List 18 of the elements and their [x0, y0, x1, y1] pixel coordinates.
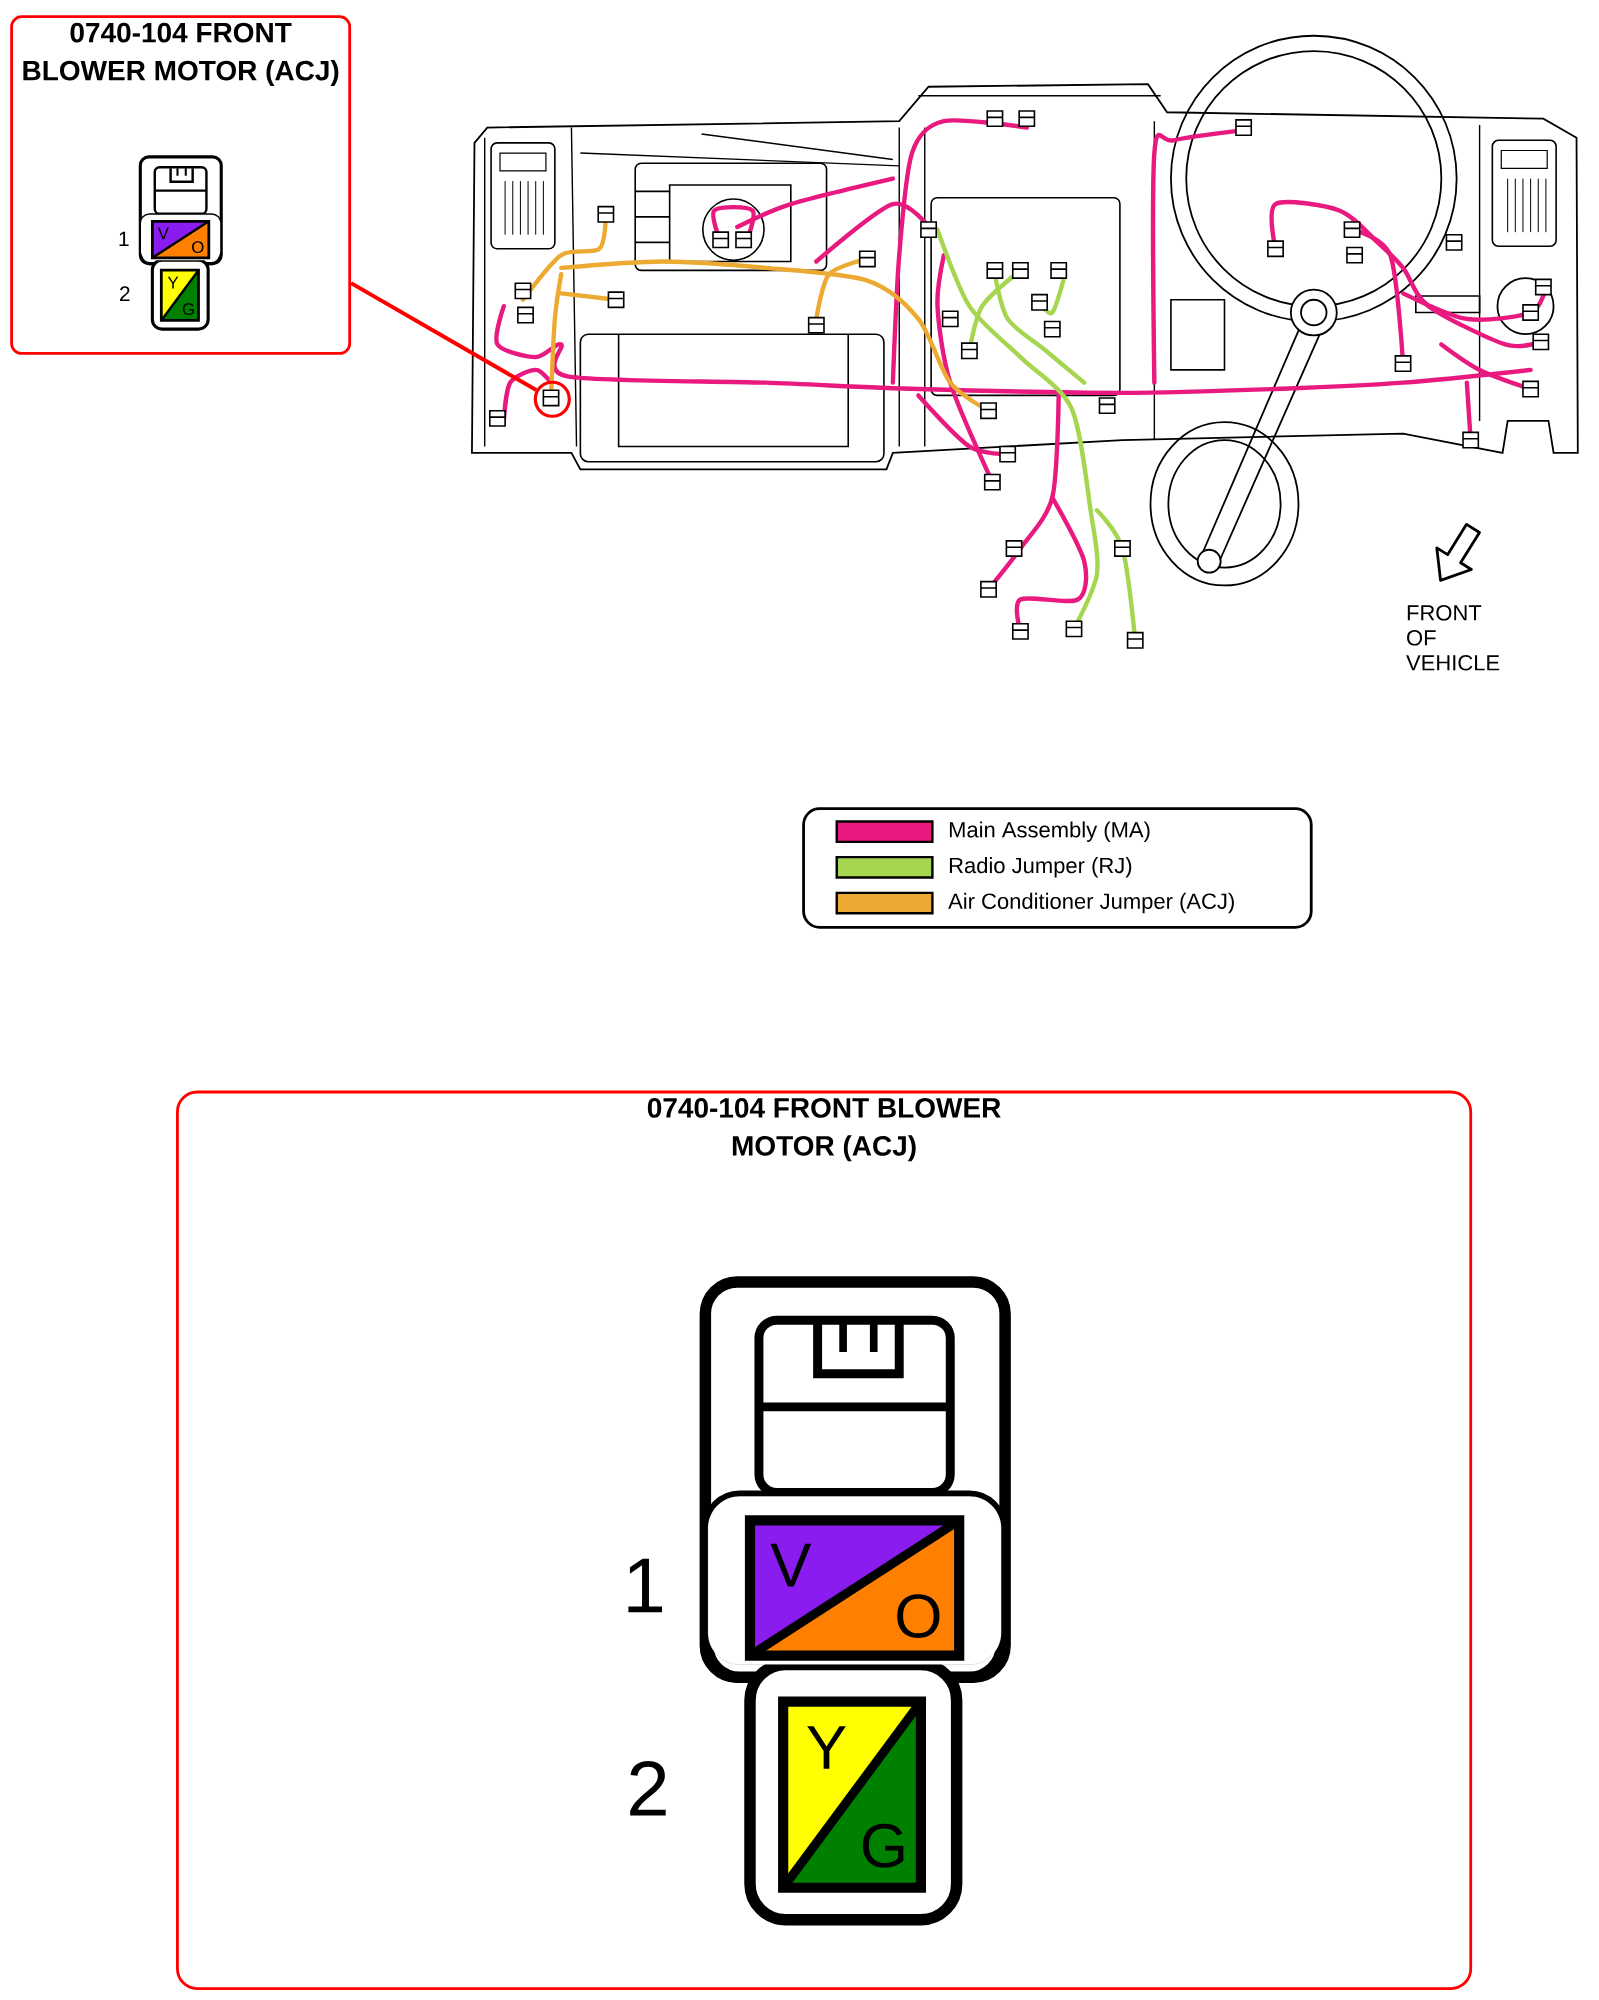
wire-color-letter: Y	[167, 276, 179, 289]
legend-text: Main Assembly (MA)	[949, 821, 1150, 842]
wire-color-letter: G	[862, 1823, 904, 1868]
wire-color-letter: V	[770, 1543, 811, 1587]
legend-text: Air Conditioner Jumper (ACJ)	[947, 892, 1234, 914]
wire-color-letter: G	[182, 303, 194, 316]
pin-number: 1	[119, 231, 129, 247]
leader-line	[349, 281, 537, 392]
direction-label: FRONT OF VEHICLE	[1405, 605, 1499, 671]
wire-color-letter: V	[157, 227, 169, 240]
pin-number: 1	[628, 1558, 662, 1613]
pin-number: 2	[629, 1761, 666, 1816]
wire-color-letter: Y	[807, 1726, 846, 1769]
legend-text: Radio Jumper (RJ)	[949, 857, 1131, 878]
wire-color-letter: O	[191, 241, 204, 254]
highlight-circle	[533, 380, 571, 418]
pin-number: 2	[119, 286, 130, 301]
wire-color-letter: O	[897, 1594, 940, 1638]
